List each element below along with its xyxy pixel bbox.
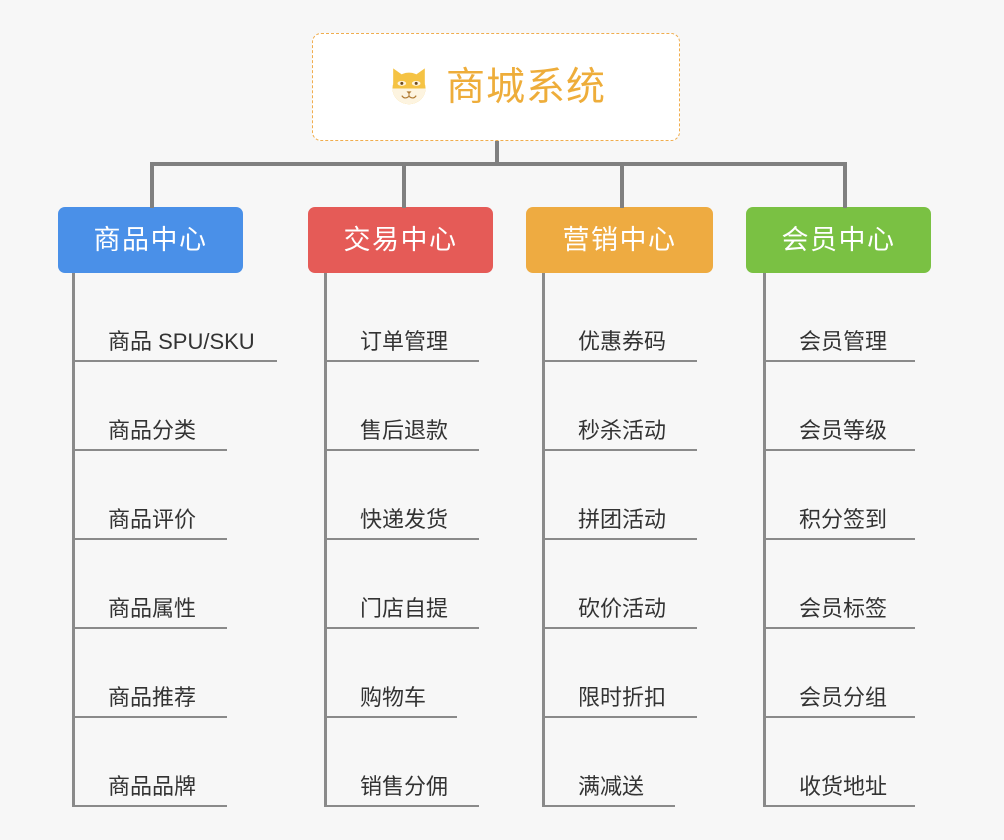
leaf-item-label: 拼团活动	[578, 507, 667, 532]
leaf-item-1-5[interactable]: 商品推荐	[72, 629, 267, 718]
leaf-item-label: 限时折扣	[578, 685, 667, 710]
leaf-item-3-3[interactable]: 拼团活动	[542, 451, 737, 540]
leaf-item-underline	[324, 538, 479, 540]
leaf-item-underline	[763, 360, 915, 362]
leaf-item-underline	[72, 716, 227, 718]
leaf-item-4-5[interactable]: 会员分组	[763, 629, 955, 718]
branch-node-1[interactable]: 商品中心	[58, 207, 243, 273]
branch-node-label: 交易中心	[343, 224, 458, 255]
leaf-item-underline	[324, 449, 479, 451]
leaf-item-underline	[763, 627, 915, 629]
leaf-item-4-1[interactable]: 会员管理	[763, 273, 955, 362]
leaf-item-label: 商品品牌	[108, 774, 197, 799]
leaf-item-label: 购物车	[360, 685, 427, 710]
branch-spine-3	[542, 273, 545, 807]
connector-root-stem	[495, 141, 499, 165]
leaf-item-1-2[interactable]: 商品分类	[72, 362, 267, 451]
leaf-item-label: 砍价活动	[578, 596, 667, 621]
leaf-item-underline	[542, 360, 697, 362]
connector-drop-3	[620, 162, 624, 208]
leaf-item-4-6[interactable]: 收货地址	[763, 718, 955, 807]
leaf-item-2-5[interactable]: 购物车	[324, 629, 497, 718]
leaf-item-underline	[542, 716, 697, 718]
branch-spine-2	[324, 273, 327, 807]
leaf-item-underline	[72, 360, 277, 362]
leaf-item-underline	[542, 538, 697, 540]
leaf-item-label: 会员分组	[799, 685, 888, 710]
leaf-item-label: 积分签到	[799, 507, 888, 532]
leaf-item-3-1[interactable]: 优惠券码	[542, 273, 737, 362]
root-node-label: 商城系统	[445, 65, 606, 109]
leaf-item-underline	[324, 716, 457, 718]
leaf-item-underline	[72, 805, 227, 807]
branch-node-label: 商品中心	[93, 224, 208, 255]
leaf-item-1-6[interactable]: 商品品牌	[72, 718, 267, 807]
leaf-item-underline	[324, 627, 479, 629]
leaf-item-label: 销售分佣	[360, 774, 449, 799]
connector-horizontal-bus	[150, 162, 847, 166]
leaf-item-3-5[interactable]: 限时折扣	[542, 629, 737, 718]
leaf-item-underline	[542, 627, 697, 629]
leaf-item-label: 售后退款	[360, 418, 449, 443]
leaf-item-label: 商品推荐	[108, 685, 197, 710]
leaf-item-label: 商品分类	[108, 418, 197, 443]
leaf-item-underline	[324, 360, 479, 362]
leaf-item-1-3[interactable]: 商品评价	[72, 451, 267, 540]
leaf-item-label: 会员标签	[799, 596, 888, 621]
leaf-item-label: 商品属性	[108, 596, 197, 621]
leaf-item-underline	[72, 627, 227, 629]
leaf-item-2-4[interactable]: 门店自提	[324, 540, 519, 629]
leaf-item-label: 商品 SPU/SKU	[108, 329, 255, 354]
leaf-item-3-6[interactable]: 满减送	[542, 718, 715, 807]
leaf-item-1-4[interactable]: 商品属性	[72, 540, 267, 629]
leaf-item-underline	[763, 716, 915, 718]
branch-spine-1	[72, 273, 75, 807]
leaf-item-3-2[interactable]: 秒杀活动	[542, 362, 737, 451]
leaf-item-2-2[interactable]: 售后退款	[324, 362, 519, 451]
branch-node-4[interactable]: 会员中心	[746, 207, 931, 273]
leaf-item-label: 会员等级	[799, 418, 888, 443]
connector-drop-4	[843, 162, 847, 208]
leaf-item-label: 快递发货	[360, 507, 449, 532]
connector-drop-1	[150, 162, 154, 208]
leaf-item-4-4[interactable]: 会员标签	[763, 540, 955, 629]
leaf-item-label: 优惠券码	[578, 329, 667, 354]
leaf-item-label: 满减送	[578, 774, 645, 799]
branch-node-3[interactable]: 营销中心	[526, 207, 713, 273]
leaf-item-1-1[interactable]: 商品 SPU/SKU	[72, 273, 317, 362]
leaf-item-underline	[72, 538, 227, 540]
branch-spine-4	[763, 273, 766, 807]
leaf-item-underline	[763, 449, 915, 451]
leaf-item-2-6[interactable]: 销售分佣	[324, 718, 519, 807]
branch-node-label: 营销中心	[562, 224, 677, 255]
leaf-item-2-3[interactable]: 快递发货	[324, 451, 519, 540]
leaf-item-underline	[72, 449, 227, 451]
leaf-item-label: 秒杀活动	[578, 418, 667, 443]
root-node[interactable]: 商城系统	[312, 33, 680, 141]
branch-node-2[interactable]: 交易中心	[308, 207, 493, 273]
leaf-item-4-2[interactable]: 会员等级	[763, 362, 955, 451]
leaf-item-underline	[763, 538, 915, 540]
leaf-item-label: 收货地址	[799, 774, 888, 799]
leaf-item-2-1[interactable]: 订单管理	[324, 273, 519, 362]
leaf-item-label: 门店自提	[360, 596, 449, 621]
leaf-item-underline	[542, 449, 697, 451]
leaf-item-label: 会员管理	[799, 329, 888, 354]
leaf-item-3-4[interactable]: 砍价活动	[542, 540, 737, 629]
shiba-dog-emoji-icon	[386, 64, 432, 110]
leaf-item-underline	[542, 805, 675, 807]
leaf-item-4-3[interactable]: 积分签到	[763, 451, 955, 540]
leaf-item-label: 订单管理	[360, 329, 449, 354]
branch-node-label: 会员中心	[781, 224, 896, 255]
connector-drop-2	[402, 162, 406, 208]
leaf-item-label: 商品评价	[108, 507, 197, 532]
leaf-item-underline	[324, 805, 479, 807]
leaf-item-underline	[763, 805, 915, 807]
